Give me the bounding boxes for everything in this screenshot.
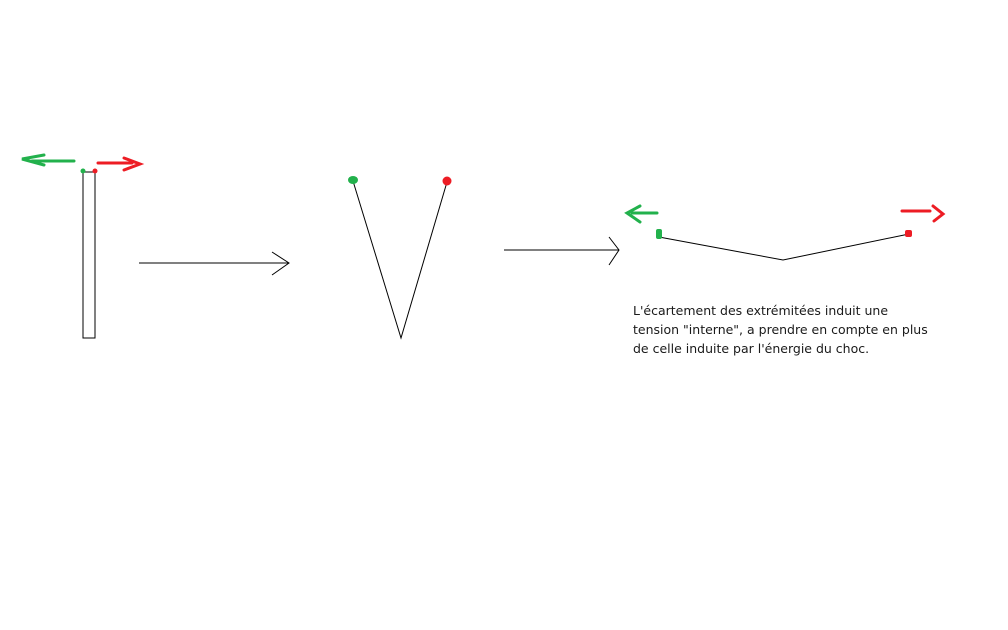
red-end-marker <box>905 230 912 237</box>
v-shape-line <box>352 180 448 340</box>
stage-1-closed <box>21 153 145 339</box>
explanation-caption: L'écartement des extrémitées induit une … <box>633 301 963 358</box>
red-end-marker <box>92 168 98 174</box>
caption-line: tension "interne", a prendre en compte e… <box>633 322 928 337</box>
straight-bar <box>82 171 96 339</box>
transition-arrow-2 <box>504 236 620 266</box>
opened-shape-line <box>658 233 910 261</box>
green-end-marker <box>80 168 86 174</box>
red-end-marker <box>442 176 452 186</box>
green-end-marker <box>656 229 662 239</box>
green-left-arrow-icon <box>624 204 659 224</box>
red-right-arrow-icon <box>900 204 946 223</box>
stage-3-opened <box>624 204 946 261</box>
caption-line: L'écartement des extrémitées induit une <box>633 303 889 318</box>
red-right-arrow-icon <box>96 156 145 172</box>
green-end-marker <box>348 176 358 184</box>
green-left-arrow-icon <box>21 153 76 167</box>
stage-2-v-shape <box>348 176 452 340</box>
transition-arrow-1 <box>139 251 290 276</box>
caption-line: de celle induite par l'énergie du choc. <box>633 341 870 356</box>
